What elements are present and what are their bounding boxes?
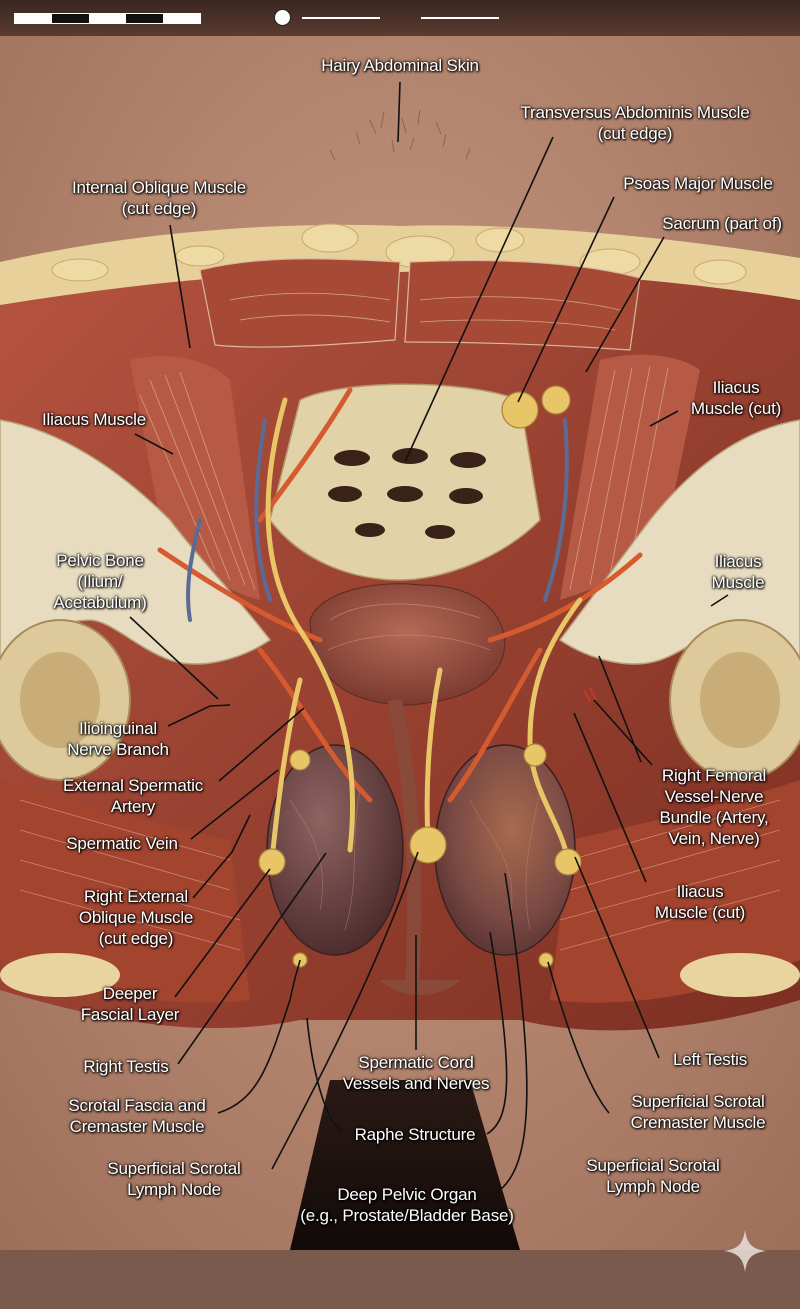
scale-segment	[126, 14, 163, 23]
scale-segment	[89, 14, 126, 23]
scale-segment	[163, 14, 200, 23]
label-deep-pelvic-organ: Deep Pelvic Organ(e.g., Prostate/Bladder…	[300, 1185, 514, 1225]
label-sacrum: Sacrum (part of)	[662, 214, 782, 233]
label-pelvic-bone: Pelvic Bone(Ilium/Acetabulum)	[53, 551, 147, 612]
label-left-testis: Left Testis	[672, 1050, 748, 1069]
label-psoas-major: Psoas Major Muscle	[623, 174, 773, 193]
scale-segment	[15, 14, 52, 23]
slider-track-secondary[interactable]	[421, 17, 499, 19]
label-internal-oblique: Internal Oblique Muscle(cut edge)	[72, 178, 246, 218]
label-hairy-abdominal-skin: Hairy Abdominal Skin	[321, 56, 479, 75]
sparkle-icon	[724, 1230, 766, 1272]
slider-handle-icon[interactable]	[274, 9, 291, 26]
label-iliacus-muscle-left: Iliacus Muscle	[42, 410, 146, 429]
scale-segment	[52, 14, 89, 23]
scale-bar-icon	[14, 13, 201, 24]
label-right-testis: Right Testis	[83, 1057, 169, 1076]
label-spermatic-vein: Spermatic Vein	[66, 834, 178, 853]
label-transversus-abdominis: Transversus Abdominis Muscle(cut edge)	[520, 103, 750, 143]
slider-track[interactable]	[302, 17, 380, 19]
label-raphe-structure: Raphe Structure	[354, 1125, 476, 1144]
